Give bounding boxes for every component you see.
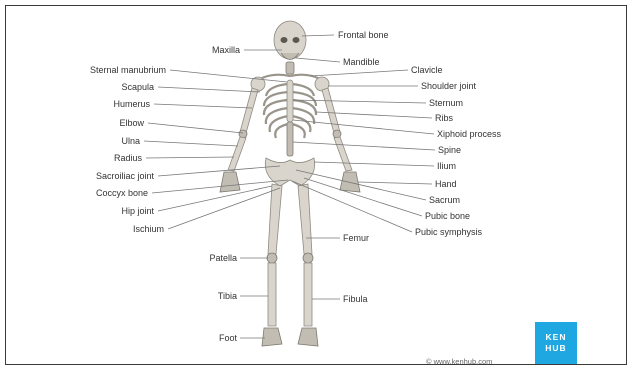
- label-humerus: Humerus: [113, 99, 150, 109]
- left-tibia: [268, 263, 276, 326]
- left-forearm: [228, 137, 246, 171]
- label-frontal-bone: Frontal bone: [338, 30, 389, 40]
- right-eye-socket: [293, 37, 300, 43]
- left-foot: [262, 328, 282, 346]
- label-coccyx-bone: Coccyx bone: [96, 188, 148, 198]
- copyright-credit: © www.kenhub.com: [426, 357, 492, 366]
- left-humerus: [240, 88, 258, 133]
- right-forearm: [334, 137, 352, 171]
- left-hand: [220, 172, 240, 192]
- right-patella: [303, 253, 313, 263]
- skeleton-illustration: [220, 21, 360, 346]
- label-pubic-bone: Pubic bone: [425, 211, 470, 221]
- label-sternum: Sternum: [429, 98, 463, 108]
- neck-vertebrae: [286, 62, 294, 74]
- label-tibia: Tibia: [218, 291, 237, 301]
- label-scapula: Scapula: [121, 82, 154, 92]
- label-femur: Femur: [343, 233, 369, 243]
- left-eye-socket: [281, 37, 288, 43]
- labels: Frontal bone Maxilla Mandible Sternal ma…: [90, 30, 502, 343]
- label-maxilla: Maxilla: [212, 45, 240, 55]
- label-elbow: Elbow: [119, 118, 144, 128]
- sternum-bone: [287, 80, 293, 122]
- label-spine: Spine: [438, 145, 461, 155]
- label-foot: Foot: [219, 333, 238, 343]
- label-pubic-symphysis: Pubic symphysis: [415, 227, 483, 237]
- label-ribs: Ribs: [435, 113, 454, 123]
- spine-bone: [287, 122, 293, 156]
- right-femur: [298, 184, 312, 254]
- left-patella: [267, 253, 277, 263]
- right-foot: [298, 328, 318, 346]
- label-fibula: Fibula: [343, 294, 368, 304]
- label-sacrum: Sacrum: [429, 195, 460, 205]
- right-humerus: [322, 88, 340, 133]
- logo-line-1: KEN: [546, 332, 567, 343]
- label-ilium: Ilium: [437, 161, 456, 171]
- label-hand: Hand: [435, 179, 457, 189]
- label-mandible: Mandible: [343, 57, 380, 67]
- label-radius: Radius: [114, 153, 143, 163]
- label-patella: Patella: [209, 253, 237, 263]
- label-clavicle: Clavicle: [411, 65, 443, 75]
- label-hip-joint: Hip joint: [121, 206, 154, 216]
- label-ulna: Ulna: [121, 136, 140, 146]
- jaw: [281, 53, 299, 60]
- label-ischium: Ischium: [133, 224, 164, 234]
- kenhub-logo: KEN HUB: [535, 322, 577, 364]
- label-sacroiliac-joint: Sacroiliac joint: [96, 171, 155, 181]
- left-femur: [268, 184, 282, 254]
- label-shoulder-joint: Shoulder joint: [421, 81, 477, 91]
- right-tibia: [304, 263, 312, 326]
- label-xiphoid-process: Xiphoid process: [437, 129, 502, 139]
- logo-line-2: HUB: [545, 343, 566, 354]
- label-sternal-manubrium: Sternal manubrium: [90, 65, 166, 75]
- right-hand: [340, 172, 360, 192]
